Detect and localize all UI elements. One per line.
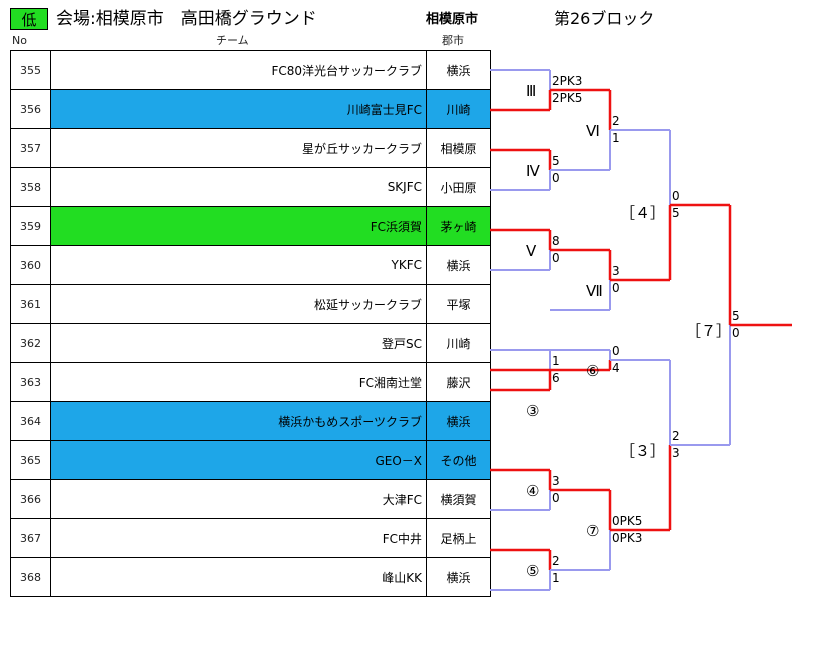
match-score-bottom: 0 — [612, 281, 620, 295]
match-score-bottom: 0PK3 — [612, 531, 642, 545]
match-score-top: 2 — [672, 429, 680, 443]
team-city: 横須賀 — [426, 479, 491, 519]
team-name: 登戸SC — [50, 323, 427, 363]
match-score-bottom: 5 — [672, 206, 680, 220]
match-label: Ⅳ — [526, 162, 540, 180]
team-city: 横浜 — [426, 245, 491, 285]
team-name: 星が丘サッカークラブ — [50, 128, 427, 168]
match-score-top: 0PK5 — [612, 514, 642, 528]
team-number: 367 — [10, 518, 51, 558]
block-title: 第26ブロック — [554, 9, 655, 28]
team-number: 366 — [10, 479, 51, 519]
match-score-top: 5 — [552, 154, 560, 168]
team-city: 足柄上 — [426, 518, 491, 558]
team-number: 357 — [10, 128, 51, 168]
match-score-top: 1 — [552, 354, 560, 368]
team-number: 364 — [10, 401, 51, 441]
match-label: ⑤ — [526, 562, 539, 580]
team-city: 茅ヶ崎 — [426, 206, 491, 246]
match-label: ［７］ — [686, 322, 731, 340]
team-name: FC浜須賀 — [50, 206, 427, 246]
match-score-top: 2 — [612, 114, 620, 128]
match-score-top: 3 — [552, 474, 560, 488]
team-name: 峰山KK — [50, 557, 427, 597]
team-city: 藤沢 — [426, 362, 491, 402]
team-number: 355 — [10, 50, 51, 90]
venue-title: 会場:相模原市 高田橋グラウンド — [56, 9, 317, 29]
match-score-bottom: 0 — [732, 326, 740, 340]
match-score-top: 5 — [732, 309, 740, 323]
match-score-bottom: 0 — [552, 251, 560, 265]
team-name: SKJFC — [50, 167, 427, 207]
team-city: 相模原 — [426, 128, 491, 168]
match-label: ③ — [526, 402, 539, 420]
team-city: 横浜 — [426, 50, 491, 90]
match-label: Ⅴ — [526, 242, 537, 260]
match-score-bottom: 0 — [552, 171, 560, 185]
team-city: 横浜 — [426, 401, 491, 441]
team-number: 361 — [10, 284, 51, 324]
team-name: 横浜かもめスポーツクラブ — [50, 401, 427, 441]
column-header-city: 郡市 — [442, 34, 464, 47]
match-label: Ⅵ — [586, 122, 600, 140]
team-name: FC中井 — [50, 518, 427, 558]
match-label: ⑦ — [586, 522, 599, 540]
match-score-bottom: 0 — [552, 491, 560, 505]
host-city: 相模原市 — [426, 12, 479, 27]
column-header-team: チーム — [216, 34, 249, 47]
column-header-no: No — [12, 34, 27, 47]
match-score-bottom: 6 — [552, 371, 560, 385]
match-score-top: 2 — [552, 554, 560, 568]
team-name: 松延サッカークラブ — [50, 284, 427, 324]
match-score-bottom: 1 — [552, 571, 560, 585]
header: 低 会場:相模原市 高田橋グラウンド 相模原市 第26ブロック — [10, 8, 810, 32]
match-score-bottom: 2PK5 — [552, 91, 582, 105]
team-name: GEO－X — [50, 440, 427, 480]
team-number: 358 — [10, 167, 51, 207]
team-city: 平塚 — [426, 284, 491, 324]
match-label: Ⅲ — [526, 82, 536, 100]
match-label: ④ — [526, 482, 539, 500]
match-label: ［４］ — [620, 204, 665, 222]
match-score-bottom: 4 — [612, 361, 620, 375]
match-score-top: 8 — [552, 234, 560, 248]
match-score-bottom: 1 — [612, 131, 620, 145]
team-number: 368 — [10, 557, 51, 597]
match-label: ［３］ — [620, 442, 665, 460]
team-name: 川崎富士見FC — [50, 89, 427, 129]
match-score-bottom: 3 — [672, 446, 680, 460]
match-score-top: 0 — [612, 344, 620, 358]
match-label: Ⅶ — [586, 282, 603, 300]
match-score-top: 2PK3 — [552, 74, 582, 88]
team-city: 横浜 — [426, 557, 491, 597]
team-city: その他 — [426, 440, 491, 480]
match-label: ⑥ — [586, 362, 599, 380]
team-number: 363 — [10, 362, 51, 402]
match-score-top: 0 — [672, 189, 680, 203]
team-number: 360 — [10, 245, 51, 285]
match-score-top: 3 — [612, 264, 620, 278]
level-badge: 低 — [10, 8, 48, 30]
team-city: 川崎 — [426, 89, 491, 129]
